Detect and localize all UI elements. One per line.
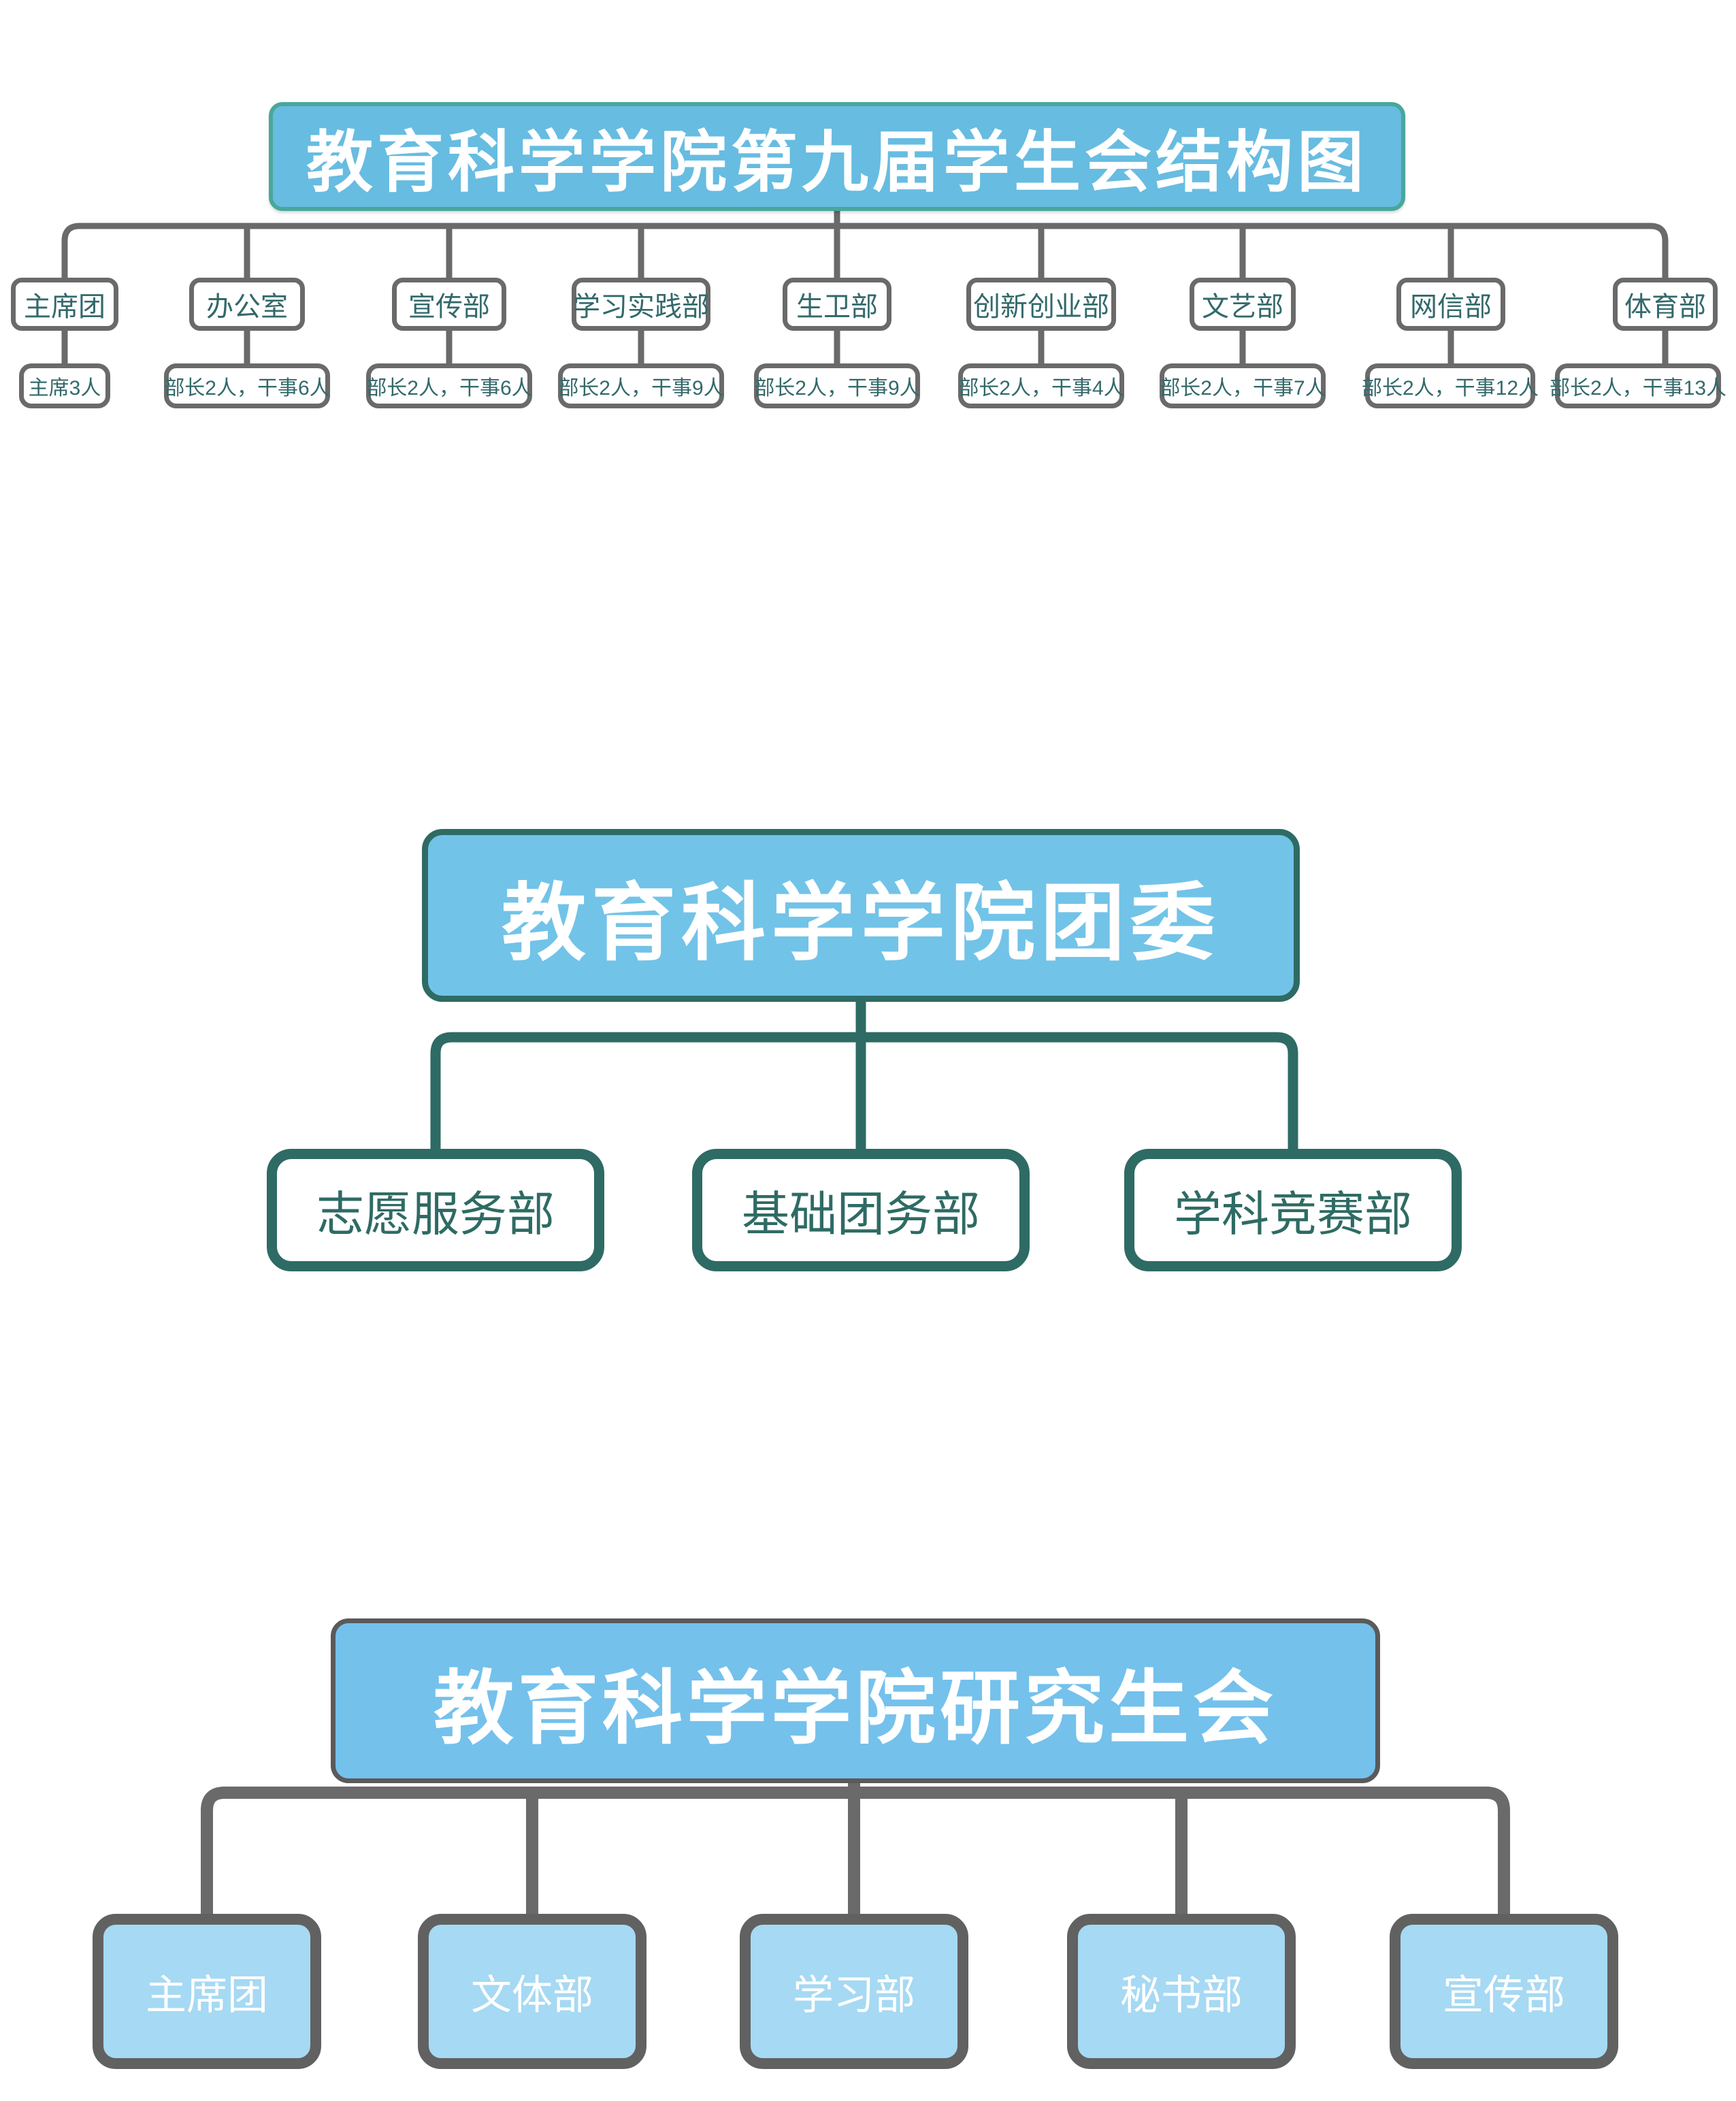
dept-box-health: 生卫部 (783, 278, 891, 331)
staff-box-innovation: 部长2人，干事4人 (958, 363, 1124, 408)
youth-league-title: 教育科学学院团委 (422, 829, 1300, 1002)
staff-box-arts: 部长2人，干事7人 (1160, 363, 1326, 408)
staff-box-office: 部长2人，干事6人 (164, 363, 330, 408)
dept-box-network-info: 网信部 (1396, 278, 1505, 331)
dept-box-publicity: 宣传部 (392, 278, 506, 331)
dept-box-subject-contest: 学科竞赛部 (1124, 1149, 1462, 1271)
dept-box-chairman-group: 主席团 (11, 278, 118, 331)
student-union-connectors (61, 210, 1669, 363)
dept-box-sports: 体育部 (1613, 278, 1718, 331)
dept-box-grad-culture: 文体部 (418, 1914, 646, 2069)
dept-box-study-practice: 学习实践部 (572, 278, 710, 331)
student-union-title: 教育科学学院第九届学生会结构图 (269, 102, 1405, 211)
dept-box-basic-league: 基础团务部 (692, 1149, 1030, 1271)
dept-box-grad-chairman: 主席团 (93, 1914, 321, 2069)
staff-box-network-info: 部长2人，干事12人 (1362, 363, 1539, 408)
youth-league-connectors (430, 1000, 1298, 1149)
dept-box-office: 办公室 (189, 278, 305, 331)
staff-box-chairman-group: 主席3人 (19, 363, 110, 408)
graduate-union-title: 教育科学学院研究生会 (331, 1618, 1380, 1783)
dept-box-grad-publicity: 宣传部 (1390, 1914, 1618, 2069)
dept-box-grad-secretary: 秘书部 (1067, 1914, 1296, 2069)
dept-box-innovation: 创新创业部 (966, 278, 1116, 331)
staff-box-study-practice: 部长2人，干事9人 (558, 363, 724, 408)
staff-box-health: 部长2人，干事9人 (754, 363, 920, 408)
dept-box-volunteer-service: 志愿服务部 (267, 1149, 604, 1271)
graduate-union-connectors (201, 1782, 1510, 1914)
staff-box-sports: 部长2人，干事13人 (1550, 363, 1726, 408)
staff-box-publicity: 部长2人，干事6人 (366, 363, 532, 408)
dept-box-grad-study: 学习部 (740, 1914, 968, 2069)
dept-box-arts: 文艺部 (1190, 278, 1296, 331)
